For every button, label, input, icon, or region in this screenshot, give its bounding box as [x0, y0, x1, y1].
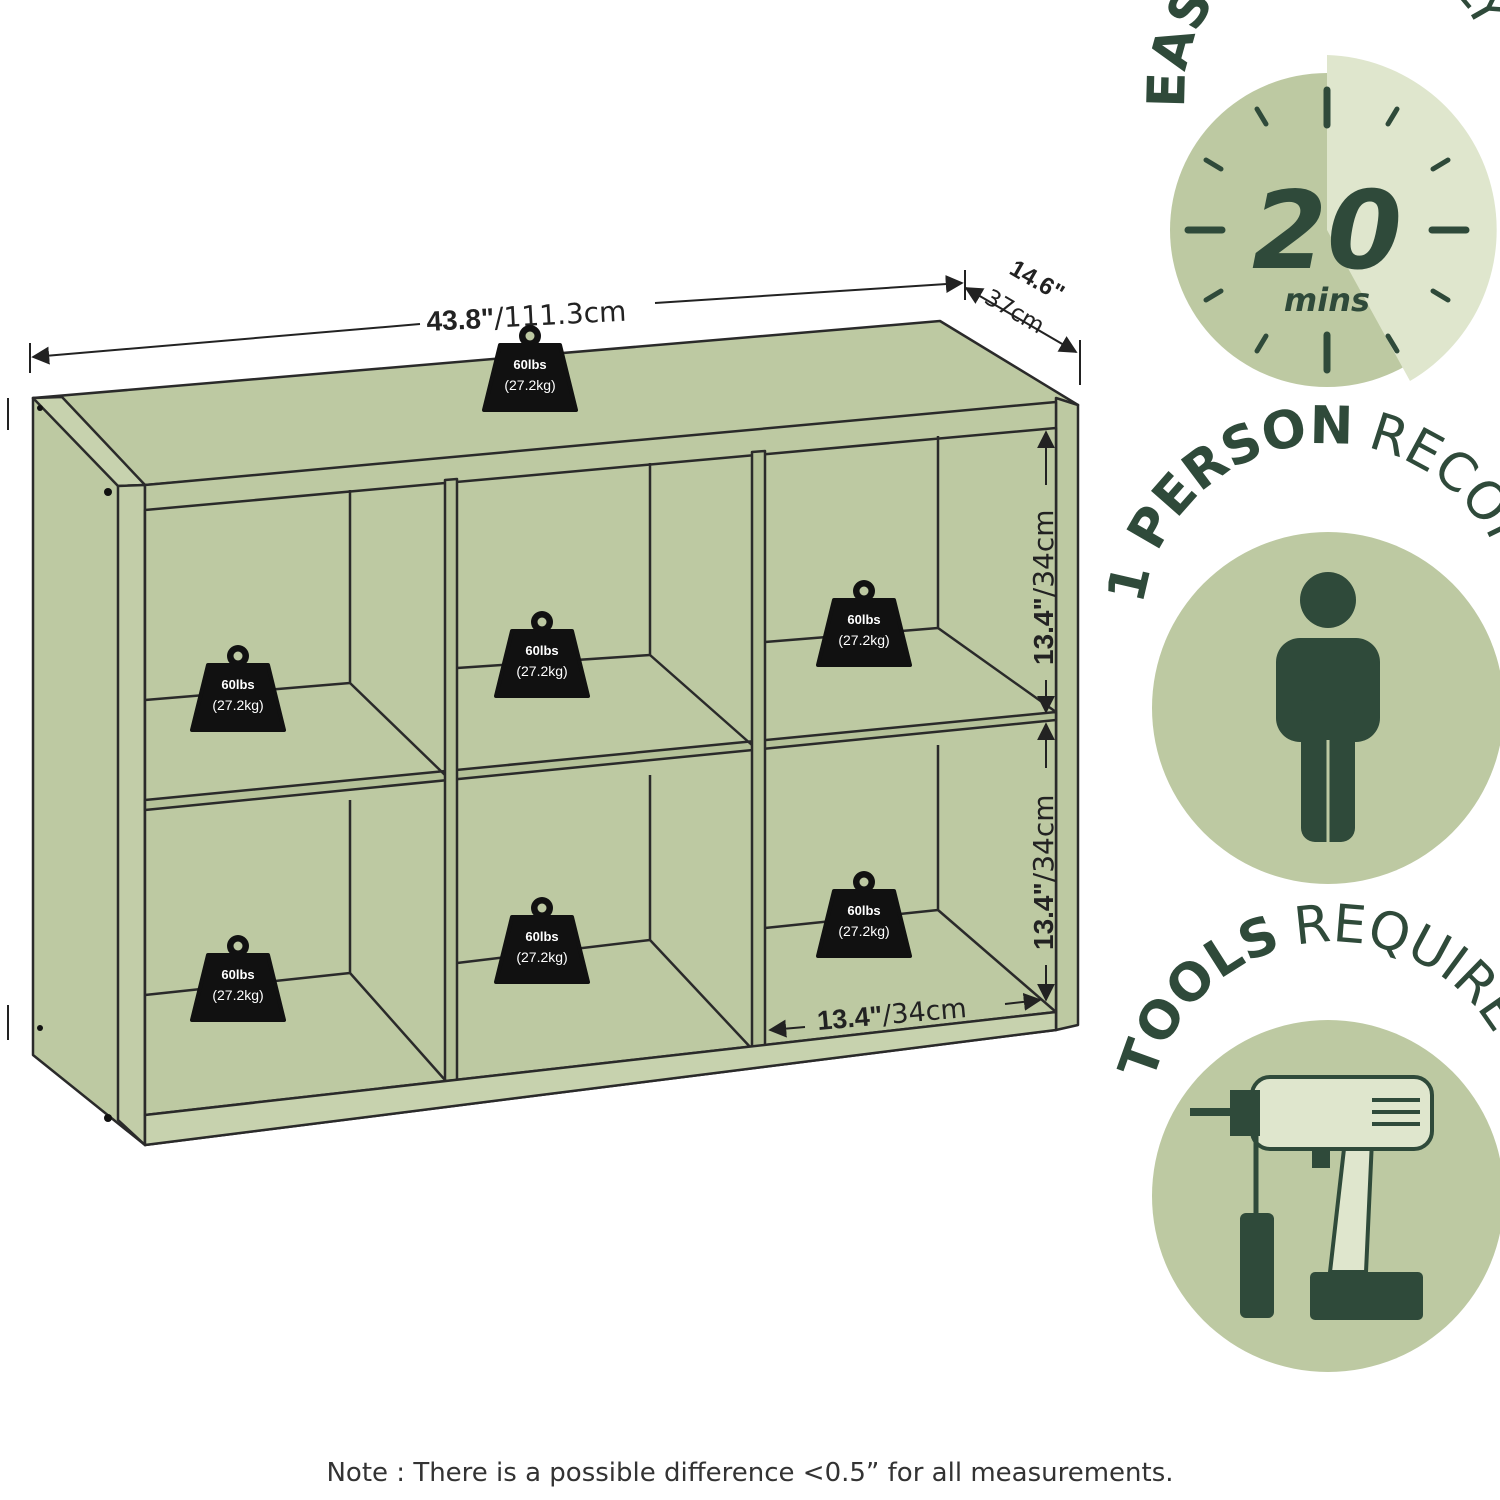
- weight-capacity-cube-1: 60lbs (27.2kg): [190, 643, 286, 732]
- weight-capacity-cube-2: 60lbs (27.2kg): [494, 609, 590, 698]
- cube-height-bottom-cm: /34cm: [1027, 794, 1060, 882]
- svg-text:60lbs: 60lbs: [513, 357, 546, 372]
- cube-height-bottom-inch: 13.4": [1028, 882, 1059, 950]
- screw-dots: [37, 405, 112, 1122]
- assembly-minutes-unit: mins: [1284, 281, 1370, 319]
- weight-capacity-cube-5: 60lbs (27.2kg): [494, 895, 590, 984]
- shelf-right-panel: [1054, 396, 1080, 1032]
- svg-text:60lbs: 60lbs: [221, 967, 254, 982]
- svg-text:(27.2kg): (27.2kg): [838, 632, 889, 648]
- cube-height-top-cm: /34cm: [1027, 509, 1060, 597]
- weight-capacity-cube-3: 60lbs (27.2kg): [816, 578, 912, 667]
- clock-icon: [1170, 55, 1497, 387]
- width-cm-label: /111.3cm: [493, 295, 627, 335]
- svg-text:60lbs: 60lbs: [847, 903, 880, 918]
- svg-text:(27.2kg): (27.2kg): [516, 663, 567, 679]
- cube-height-top-inch: 13.4": [1028, 597, 1059, 665]
- weight-capacity-cube-6: 60lbs (27.2kg): [816, 869, 912, 958]
- svg-text:(27.2kg): (27.2kg): [516, 949, 567, 965]
- weight-capacity-top: 60lbs (27.2kg): [482, 323, 578, 412]
- width-inch-label: 43.8": [426, 302, 495, 337]
- assembly-minutes: 20: [1252, 169, 1402, 294]
- svg-text:(27.2kg): (27.2kg): [212, 697, 263, 713]
- svg-text:13.4"/34cm: 13.4"/34cm: [1027, 794, 1060, 950]
- svg-text:60lbs: 60lbs: [525, 643, 558, 658]
- drill-screwdriver-icon: [1190, 1075, 1434, 1320]
- svg-text:60lbs: 60lbs: [525, 929, 558, 944]
- svg-text:(27.2kg): (27.2kg): [838, 923, 889, 939]
- svg-text:60lbs: 60lbs: [221, 677, 254, 692]
- svg-text:43.8"/111.3cm: 43.8"/111.3cm: [426, 295, 627, 338]
- easy-assembly-badge: EASYASSEMBLY 20 mins: [1137, 0, 1500, 387]
- svg-text:(27.2kg): (27.2kg): [504, 377, 555, 393]
- cube-width-cm: /34cm: [881, 993, 968, 1031]
- cube-width-inch: 13.4": [816, 1000, 884, 1036]
- measurement-note: Note : There is a possible difference <0…: [326, 1458, 1174, 1488]
- weight-capacity-cube-4: 60lbs (27.2kg): [190, 933, 286, 1022]
- svg-text:60lbs: 60lbs: [847, 612, 880, 627]
- svg-text:13.4"/34cm: 13.4"/34cm: [816, 993, 968, 1037]
- svg-text:13.4"/34cm: 13.4"/34cm: [1027, 509, 1060, 665]
- dimension-lines: [7, 270, 1081, 1040]
- svg-text:(27.2kg): (27.2kg): [212, 987, 263, 1003]
